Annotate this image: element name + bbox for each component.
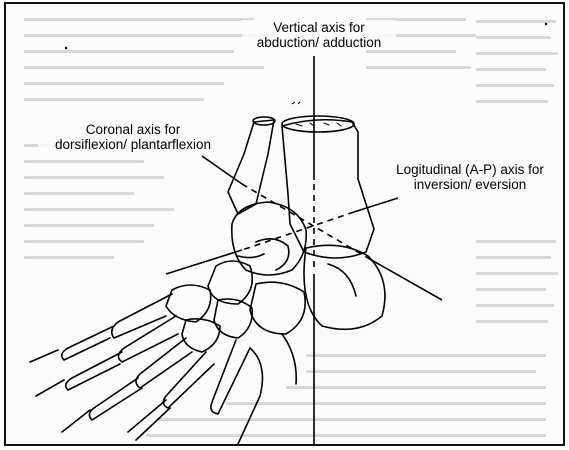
figure-frame: Vertical axis for abduction/ adduction C… xyxy=(4,2,565,446)
navicular xyxy=(208,261,252,304)
longitudinal-axis-label: Logitudinal (A-P) axis for inversion/ ev… xyxy=(378,162,562,192)
metatarsal-5 xyxy=(211,340,250,414)
tibia xyxy=(282,120,374,258)
longitudinal-axis-label-line1: Logitudinal (A-P) axis for xyxy=(380,162,560,177)
vertical-axis-label-line2: abduction/ adduction xyxy=(244,35,394,50)
longitudinal-axis-label-line2: inversion/ eversion xyxy=(380,177,560,192)
longitudinal-axis-solid-left xyxy=(166,250,242,274)
coronal-axis-label-line1: Coronal axis for xyxy=(40,122,226,137)
metatarsal-3 xyxy=(136,338,192,388)
cuboid xyxy=(250,282,305,334)
longitudinal-axis-solid-right xyxy=(354,198,398,212)
fibula xyxy=(228,120,274,214)
vertical-axis-label-line1: Vertical axis for xyxy=(244,20,394,35)
vertical-axis-label: Vertical axis for abduction/ adduction xyxy=(242,20,396,50)
metatarsal-1 xyxy=(112,294,172,338)
coronal-axis-solid-end xyxy=(368,258,442,300)
coronal-axis-label: Coronal axis for dorsiflexion/ plantarfl… xyxy=(38,122,228,152)
longitudinal-axis-dashed xyxy=(242,212,354,250)
metatarsal-4 xyxy=(163,352,214,408)
ankle-foot-drawing xyxy=(6,4,563,444)
coronal-axis-solid xyxy=(202,156,242,184)
coronal-axis-label-line2: dorsiflexion/ plantarflexion xyxy=(40,137,226,152)
